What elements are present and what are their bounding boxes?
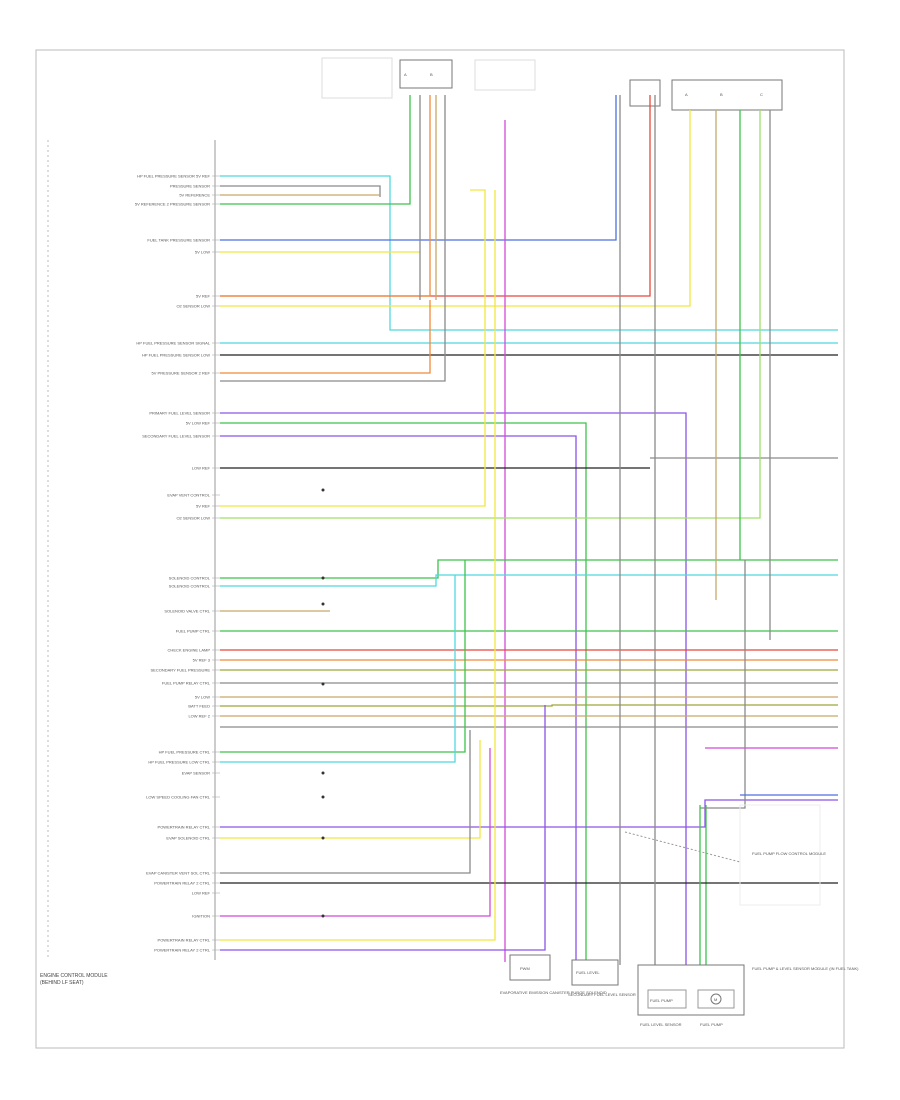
pin-label: HP FUEL PRESSURE SENSOR SIGNAL	[136, 341, 210, 346]
pin-label: LOW REF 2	[188, 714, 210, 719]
wire-orange	[220, 300, 431, 374]
wire-green	[220, 422, 587, 960]
pin-label: EVAP CANISTER VENT SOL CTRL	[146, 871, 211, 876]
pin-label: EVAP SENSOR	[182, 771, 210, 776]
pin-label: EVAP VENT CONTROL	[167, 493, 210, 498]
pin-label: FUEL PUMP RELAY CTRL	[162, 681, 211, 686]
pin-label: 5V REFERENCE 2 PRESSURE SENSOR	[135, 202, 210, 207]
pin-label: LOW REF	[192, 891, 211, 896]
wire-violet	[220, 412, 687, 965]
module-subtitle: (BEHIND LF SEAT)	[40, 980, 84, 986]
wire-lime	[220, 110, 761, 519]
wire-magenta	[220, 748, 491, 917]
pin-label: SECONDARY FUEL LEVEL SENSOR	[142, 434, 210, 439]
pin-label: CHECK ENGINE LAMP	[168, 648, 211, 653]
pin-label: SECONDARY FUEL PRESSURE	[151, 668, 211, 673]
wire-cyan	[220, 175, 838, 331]
pin-label: HP FUEL PRESSURE LOW CTRL	[148, 760, 210, 765]
pin-label: 5V REFERENCE	[179, 193, 210, 198]
wire-violet	[220, 435, 577, 960]
pin-label: SOLENOID CONTROL	[169, 576, 211, 581]
pin-label: 5V REF 3	[193, 658, 211, 663]
pin-label: POWERTRAIN RELAY 2 CTRL	[154, 881, 211, 886]
pin-label: SOLENOID CONTROL	[169, 584, 211, 589]
secondary-fuel-level-caption: SECONDARY FUEL LEVEL SENSOR	[568, 992, 636, 997]
pin-label: O2 SENSOR LOW	[176, 304, 210, 309]
pin-label: 5V LOW	[195, 695, 210, 700]
diagram-frame	[35, 49, 845, 1049]
wire-cyan	[220, 575, 456, 763]
wire-green	[220, 559, 838, 579]
fuel-pump-motor-label: M	[714, 997, 717, 1002]
wire-yellow	[220, 190, 496, 941]
pin-label: LOW REF	[192, 466, 211, 471]
purge-solenoid-label: PWM	[520, 966, 530, 971]
secondary-fuel-level-sensor: FUEL LEVEL SECONDARY FUEL LEVEL SENSOR	[568, 959, 636, 997]
engine-control-module: HP FUEL PRESSURE SENSOR 5V REF PRESSURE S…	[40, 140, 220, 986]
pin-label: FUEL PUMP CTRL	[176, 629, 211, 634]
pin-label: FUEL TANK PRESSURE SENSOR	[147, 238, 210, 243]
purge-solenoid-caption: EVAPORATIVE EMISSION CANISTER PURGE SOLE…	[500, 990, 607, 995]
top-connector-4: A B C	[671, 79, 783, 111]
pin-label: POWERTRAIN RELAY CTRL	[158, 825, 211, 830]
pin-label: 5V LOW	[195, 250, 210, 255]
flow-control-note: FUEL PUMP FLOW CONTROL MODULE	[624, 804, 826, 906]
secondary-fuel-level-label: FUEL LEVEL	[576, 970, 600, 975]
flow-control-caption: FUEL PUMP FLOW CONTROL MODULE	[752, 851, 826, 856]
wire-gray	[220, 95, 446, 382]
pin-label: 5V PRESSURE SENSOR 2 REF	[152, 371, 211, 376]
wire-harness	[220, 95, 838, 965]
wire-green	[220, 95, 411, 205]
module-pin-labels: HP FUEL PRESSURE SENSOR 5V REF PRESSURE S…	[135, 174, 220, 953]
pin-label: IGNITION	[192, 914, 210, 919]
wire-orange	[220, 95, 431, 297]
pin-label: PRESSURE SENSOR	[170, 184, 210, 189]
pin-label: POWERTRAIN RELAY 2 CTRL	[154, 948, 211, 953]
pin-label: PRIMARY FUEL LEVEL SENSOR	[149, 411, 210, 416]
svg-text:B: B	[720, 92, 723, 97]
top-connector-2	[474, 59, 536, 91]
pin-label: O2 SENSOR LOW	[176, 516, 210, 521]
wire-yellow	[220, 740, 481, 839]
pin-label: BATT FEED	[188, 704, 210, 709]
pin-label: 5V LOW REF	[186, 421, 211, 426]
wire-violet	[220, 705, 546, 951]
pin-label: HP FUEL PRESSURE CTRL	[159, 750, 211, 755]
wire-gray	[220, 730, 471, 874]
purge-solenoid: PWM EVAPORATIVE EMISSION CANISTER PURGE …	[500, 954, 607, 995]
wire-green	[220, 560, 466, 753]
pin-label: 5V REF	[196, 294, 211, 299]
wire-olive	[220, 704, 838, 707]
fuel-level-sensor-label: FUEL PUMP	[650, 998, 673, 1003]
fuel-pump-module-caption: FUEL PUMP & LEVEL SENSOR MODULE (IN FUEL…	[752, 966, 859, 971]
fuel-level-sensor-caption: FUEL LEVEL SENSOR	[640, 1022, 682, 1027]
wire-gray	[700, 560, 746, 809]
pin-label: POWERTRAIN RELAY CTRL	[158, 938, 211, 943]
wire-blue	[220, 95, 617, 241]
wire-yellow	[220, 189, 486, 507]
pin-label: EVAP SOLENOID CTRL	[166, 836, 210, 841]
wire-cyan	[220, 574, 838, 587]
splice-points	[321, 488, 325, 918]
svg-text:C: C	[760, 92, 763, 97]
module-title: ENGINE CONTROL MODULE	[40, 973, 108, 979]
fuel-pump-caption: FUEL PUMP	[700, 1022, 723, 1027]
svg-text:A: A	[685, 92, 688, 97]
pin-label: LOW SPEED COOLING FAN CTRL	[146, 795, 211, 800]
pin-label: SOLENOID VALVE CTRL	[164, 609, 210, 614]
wire-violet	[220, 799, 838, 828]
wire-gray	[220, 185, 381, 197]
svg-text:B: B	[430, 72, 433, 77]
pin-label: 5V REF	[196, 504, 211, 509]
wire-yellow	[220, 110, 691, 307]
pin-label: HP FUEL PRESSURE SENSOR LOW	[142, 353, 210, 358]
pin-label: HP FUEL PRESSURE SENSOR 5V REF	[137, 174, 210, 179]
fuel-pump-module: FUEL PUMP M FUEL LEVEL SENSOR FUEL PUMP …	[637, 964, 859, 1027]
svg-text:A: A	[404, 72, 407, 77]
